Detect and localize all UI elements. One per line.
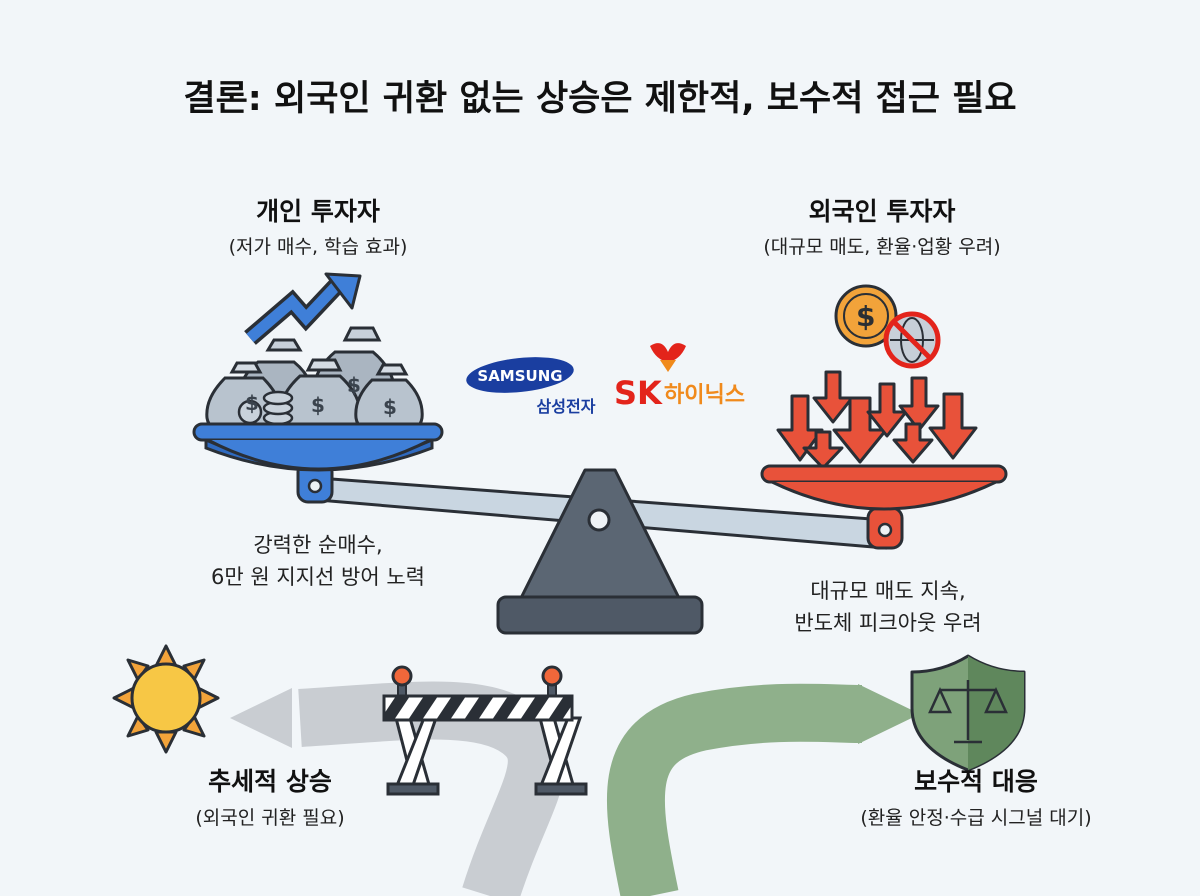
samsung-label: 삼성전자 [537, 397, 596, 416]
path-left-heading: 추세적 상승 [208, 767, 332, 796]
right-investor-sub: (대규모 매도, 환율·업황 우려) [763, 236, 1000, 258]
left-investor-note-line1: 강력한 순매수, [253, 533, 382, 557]
svg-text:$: $ [311, 393, 325, 417]
sk-hynix-logo: SK 하이닉스 [614, 343, 745, 412]
samsung-logo-text: SAMSUNG [477, 367, 562, 385]
red-pan-icon [760, 464, 1008, 511]
road-divider [591, 758, 607, 896]
left-investor-note-line2: 6만 원 지지선 방어 노력 [211, 565, 425, 589]
svg-text:$: $ [245, 391, 259, 415]
sk-hynix-label: 하이닉스 [664, 383, 745, 408]
svg-text:$: $ [347, 373, 361, 397]
sk-logo-mark: SK [614, 374, 663, 412]
shield-scales-icon [910, 654, 1026, 772]
sun-icon [112, 644, 220, 754]
samsung-logo: SAMSUNG 삼성전자 [466, 357, 596, 416]
right-investor-note-line1: 대규모 매도 지속, [810, 579, 965, 603]
no-globe-icon [883, 311, 941, 369]
right-investor-note-line2: 반도체 피크아웃 우려 [794, 611, 981, 635]
barricade-icon [382, 665, 588, 796]
road-green-path [606, 683, 920, 896]
path-left-sub: (외국인 귀환 필요) [195, 807, 344, 829]
dollar-coin-icon: $ [834, 284, 898, 348]
left-investor-sub: (저가 매수, 학습 효과) [229, 236, 408, 258]
svg-text:$: $ [856, 300, 875, 333]
svg-text:$: $ [383, 395, 397, 419]
blue-pan-icon [192, 422, 444, 472]
money-bags-icon: $ $ $ $ [205, 326, 424, 434]
path-right-sub: (환율 안정·수급 시그널 대기) [860, 807, 1091, 829]
right-investor-heading: 외국인 투자자 [809, 197, 956, 226]
left-investor-heading: 개인 투자자 [256, 197, 380, 226]
page-title: 결론: 외국인 귀환 없는 상승은 제한적, 보수적 접근 필요 [183, 79, 1016, 119]
trend-up-arrow-icon [244, 272, 362, 345]
down-arrows-icon [776, 370, 978, 470]
path-right-heading: 보수적 대응 [914, 767, 1038, 796]
